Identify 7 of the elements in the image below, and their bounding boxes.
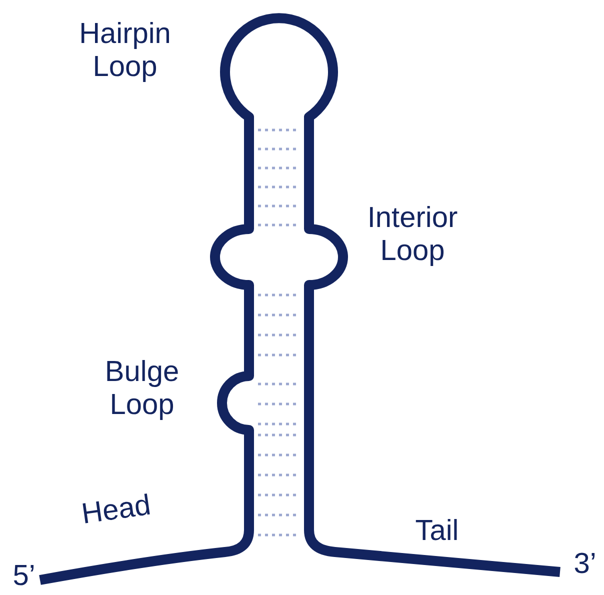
structure-label: Bulge Loop: [104, 356, 180, 422]
structure-label: Interior Loop: [366, 202, 459, 268]
structure-label: 5’: [12, 560, 36, 593]
structure-label: Tail: [414, 515, 460, 548]
structure-label: Head: [78, 488, 154, 533]
structure-label: 3’: [572, 548, 598, 581]
structure-label: Hairpin Loop: [78, 18, 172, 84]
